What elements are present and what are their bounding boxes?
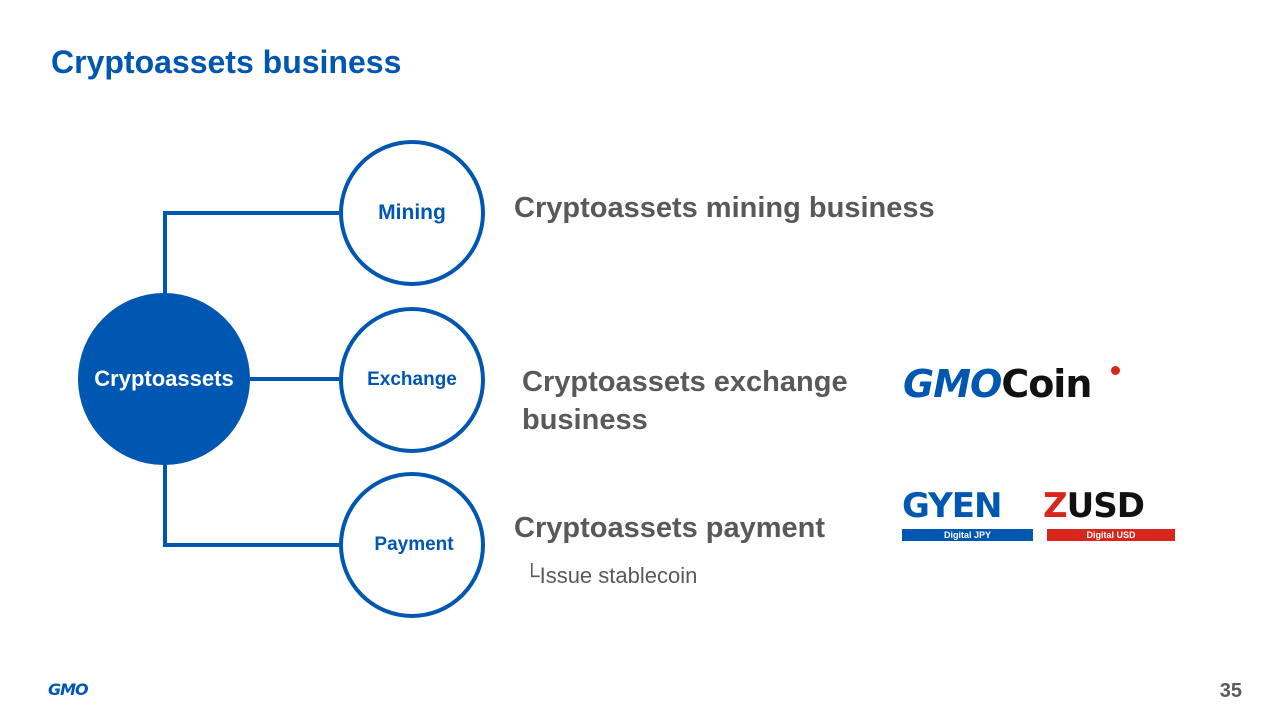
page-title: Cryptoassets business bbox=[51, 44, 402, 80]
exchange-circle bbox=[339, 307, 485, 453]
page-number: 35 bbox=[1219, 680, 1242, 702]
gyen-logo: GYEN bbox=[902, 486, 1002, 526]
exchange-description-line1: Cryptoassets exchange bbox=[522, 366, 848, 398]
exchange-node-label: Exchange bbox=[367, 369, 457, 390]
center-circle bbox=[78, 293, 250, 465]
mining-description: Cryptoassets mining business bbox=[514, 192, 935, 224]
payment-subitem: └Issue stablecoin bbox=[524, 563, 698, 588]
gyen-tag: Digital JPY bbox=[902, 529, 1033, 541]
center-node-label: Cryptoassets bbox=[94, 366, 234, 391]
zusd-logo: ZUSD bbox=[1043, 486, 1145, 526]
mining-node-label: Mining bbox=[378, 201, 446, 224]
gmo-coin-logo-coin: Coin bbox=[1001, 362, 1092, 406]
mining-circle bbox=[339, 140, 485, 286]
payment-circle bbox=[339, 472, 485, 618]
gmo-coin-logo: GMOCoin bbox=[903, 362, 1092, 406]
exchange-description-line2: business bbox=[522, 404, 648, 436]
gmo-coin-logo-gmo: GMO bbox=[903, 362, 1002, 406]
gyen-logo-text: GYEN bbox=[902, 486, 1002, 526]
footer-gmo-logo: GMO bbox=[48, 680, 89, 699]
zusd-tag: Digital USD bbox=[1047, 529, 1175, 541]
zusd-logo-text: ZUSD bbox=[1043, 486, 1145, 526]
payment-description: Cryptoassets payment bbox=[514, 512, 826, 544]
coin-dot-icon bbox=[1111, 366, 1120, 375]
payment-node-label: Payment bbox=[374, 534, 454, 555]
